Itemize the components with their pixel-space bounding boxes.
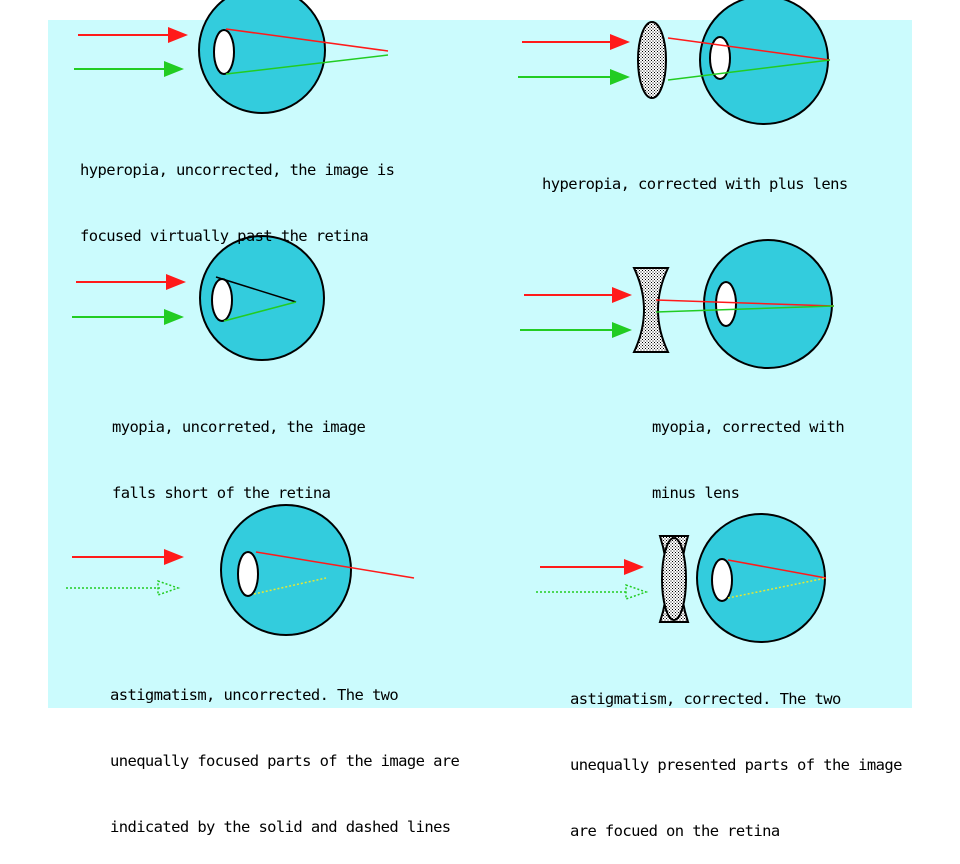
caption-line: hyperopia, corrected with plus lens xyxy=(542,175,848,193)
red-ray xyxy=(255,551,415,579)
caption-line: myopia, corrected with xyxy=(652,418,845,436)
green-arrow xyxy=(72,309,184,325)
caption-astigmatism-uncorrected: astigmatism, uncorrected. The two unequa… xyxy=(110,640,460,860)
caption-line: focused virtually past the retina xyxy=(80,227,369,245)
caption-line: falls short of the retina xyxy=(112,484,331,502)
red-ray xyxy=(215,276,297,303)
caption-line: minus lens xyxy=(652,484,740,502)
caption-line: myopia, uncorreted, the image xyxy=(112,418,366,436)
red-arrow xyxy=(78,27,188,43)
caption-line: indicated by the solid and dashed lines xyxy=(110,818,451,836)
eye-optics-diagram xyxy=(66,0,835,643)
minus-lens xyxy=(632,267,670,353)
eyeball xyxy=(198,0,326,114)
eye-lens xyxy=(237,551,259,597)
green-ray xyxy=(225,54,389,75)
green-dashed-ray xyxy=(253,577,327,595)
green-dashed-arrow xyxy=(536,583,649,601)
eye-lens xyxy=(211,278,233,322)
green-ray xyxy=(655,305,835,313)
red-arrow xyxy=(522,34,630,50)
hyperopia-corrected-figure xyxy=(518,0,831,125)
green-arrow xyxy=(518,69,630,85)
green-ray xyxy=(223,301,297,322)
caption-hyperopia-uncorrected: hyperopia, uncorrected, the image is foc… xyxy=(80,115,395,269)
astigmatism-uncorrected-figure xyxy=(66,504,415,636)
myopia-uncorrected-figure xyxy=(72,235,325,361)
green-dashed-arrow xyxy=(66,579,181,597)
toric-lens xyxy=(658,535,690,623)
caption-myopia-uncorrected: myopia, uncorreted, the image falls shor… xyxy=(112,372,366,526)
caption-line: unequally focused parts of the image are xyxy=(110,752,460,770)
caption-line: astigmatism, uncorrected. The two xyxy=(110,686,399,704)
red-arrow xyxy=(72,549,184,565)
hyperopia-uncorrected-figure xyxy=(74,0,389,114)
eye-lens xyxy=(715,281,737,327)
eyeball xyxy=(220,504,352,636)
caption-line: astigmatism, corrected. The two xyxy=(570,690,841,708)
red-arrow xyxy=(540,559,644,575)
eye-lens xyxy=(711,558,733,602)
eye-lens xyxy=(709,36,731,80)
eyeball xyxy=(199,235,325,361)
myopia-corrected-figure xyxy=(520,239,835,369)
red-arrow xyxy=(76,274,186,290)
caption-line: unequally presented parts of the image xyxy=(570,756,902,774)
green-ray xyxy=(667,59,831,81)
red-ray xyxy=(225,28,389,52)
red-ray xyxy=(655,299,835,307)
caption-line: hyperopia, uncorrected, the image is xyxy=(80,161,395,179)
red-ray xyxy=(667,37,831,61)
green-arrow xyxy=(74,61,184,77)
red-ray xyxy=(727,559,827,579)
green-dashed-ray xyxy=(727,577,827,599)
caption-line: are focued on the retina xyxy=(570,822,780,840)
plus-lens xyxy=(637,21,667,99)
caption-hyperopia-corrected: hyperopia, corrected with plus lens xyxy=(542,129,848,217)
eye-lens xyxy=(213,29,235,75)
caption-myopia-corrected: myopia, corrected with minus lens xyxy=(652,372,845,526)
caption-astigmatism-corrected: astigmatism, corrected. The two unequall… xyxy=(570,644,902,864)
green-arrow xyxy=(520,322,632,338)
red-arrow xyxy=(524,287,632,303)
astigmatism-corrected-figure xyxy=(536,513,827,643)
